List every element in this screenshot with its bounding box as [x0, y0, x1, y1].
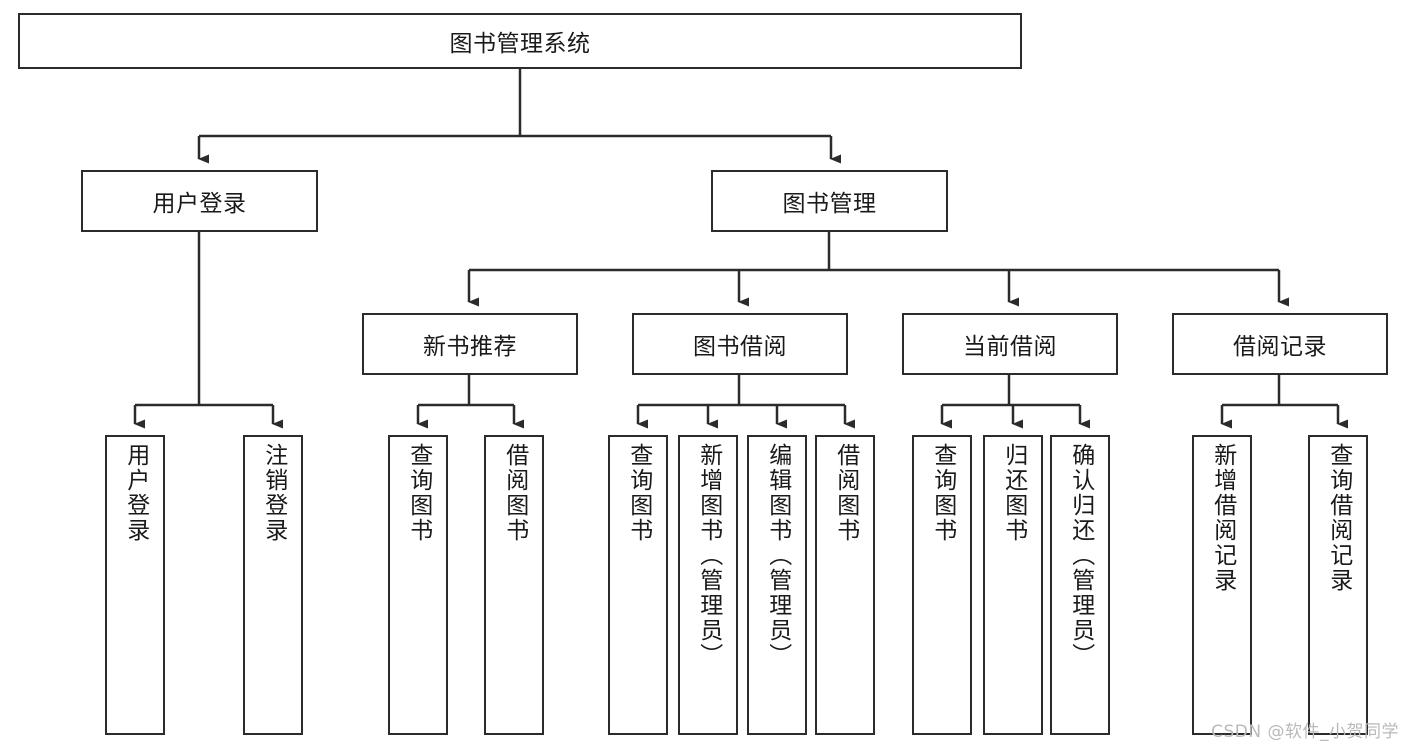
leaf-label: 归还图书	[1000, 443, 1027, 543]
leaf-label: 借阅图书	[501, 443, 528, 543]
csdn-watermark: CSDN @软件_小贺同学	[1211, 722, 1399, 742]
node-leaf-return-book[interactable]: 归还图书	[983, 435, 1043, 735]
node-leaf-query-book-rec[interactable]: 查询图书	[388, 435, 448, 735]
leaf-label: 查询借阅记录	[1325, 443, 1352, 593]
leaf-label: 用户登录	[122, 443, 149, 543]
leaf-label: 新增借阅记录	[1209, 443, 1236, 593]
node-leaf-user-login[interactable]: 用户登录	[105, 435, 165, 735]
leaf-label: 借阅图书	[832, 443, 859, 543]
node-book-manage[interactable]: 图书管理	[711, 170, 948, 232]
edge-group-new-book-rec	[416, 375, 524, 429]
edge-group-user-login	[133, 232, 283, 429]
edge-group-book-manage	[467, 232, 1289, 307]
leaf-label: 确认归还（管理员）	[1067, 443, 1094, 668]
node-current-borrow[interactable]: 当前借阅	[902, 313, 1118, 375]
node-leaf-add-book[interactable]: 新增图书（管理员）	[678, 435, 738, 735]
edge-group-borrow-record	[1220, 375, 1348, 429]
node-leaf-query-record[interactable]: 查询借阅记录	[1308, 435, 1368, 735]
node-book-borrow[interactable]: 图书借阅	[632, 313, 848, 375]
edge-group-root	[197, 69, 841, 164]
node-leaf-query-book-cur[interactable]: 查询图书	[912, 435, 972, 735]
node-leaf-edit-book[interactable]: 编辑图书（管理员）	[747, 435, 807, 735]
leaf-label: 编辑图书（管理员）	[764, 443, 791, 668]
node-new-book-rec[interactable]: 新书推荐	[362, 313, 578, 375]
node-leaf-borrow-book-rec[interactable]: 借阅图书	[484, 435, 544, 735]
edge-group-current-borrow	[940, 375, 1090, 429]
node-leaf-add-record[interactable]: 新增借阅记录	[1192, 435, 1252, 735]
node-borrow-record[interactable]: 借阅记录	[1172, 313, 1388, 375]
node-leaf-borrow-book[interactable]: 借阅图书	[815, 435, 875, 735]
node-leaf-query-book[interactable]: 查询图书	[608, 435, 668, 735]
node-leaf-confirm-return[interactable]: 确认归还（管理员）	[1050, 435, 1110, 735]
leaf-label: 查询图书	[625, 443, 652, 543]
leaf-label: 注销登录	[260, 443, 287, 543]
node-root[interactable]: 图书管理系统	[18, 13, 1022, 69]
leaf-label: 查询图书	[929, 443, 956, 543]
leaf-label: 查询图书	[405, 443, 432, 543]
node-user-login[interactable]: 用户登录	[81, 170, 318, 232]
node-leaf-user-logout[interactable]: 注销登录	[243, 435, 303, 735]
edge-group-book-borrow	[636, 375, 855, 429]
leaf-label: 新增图书（管理员）	[695, 443, 722, 668]
